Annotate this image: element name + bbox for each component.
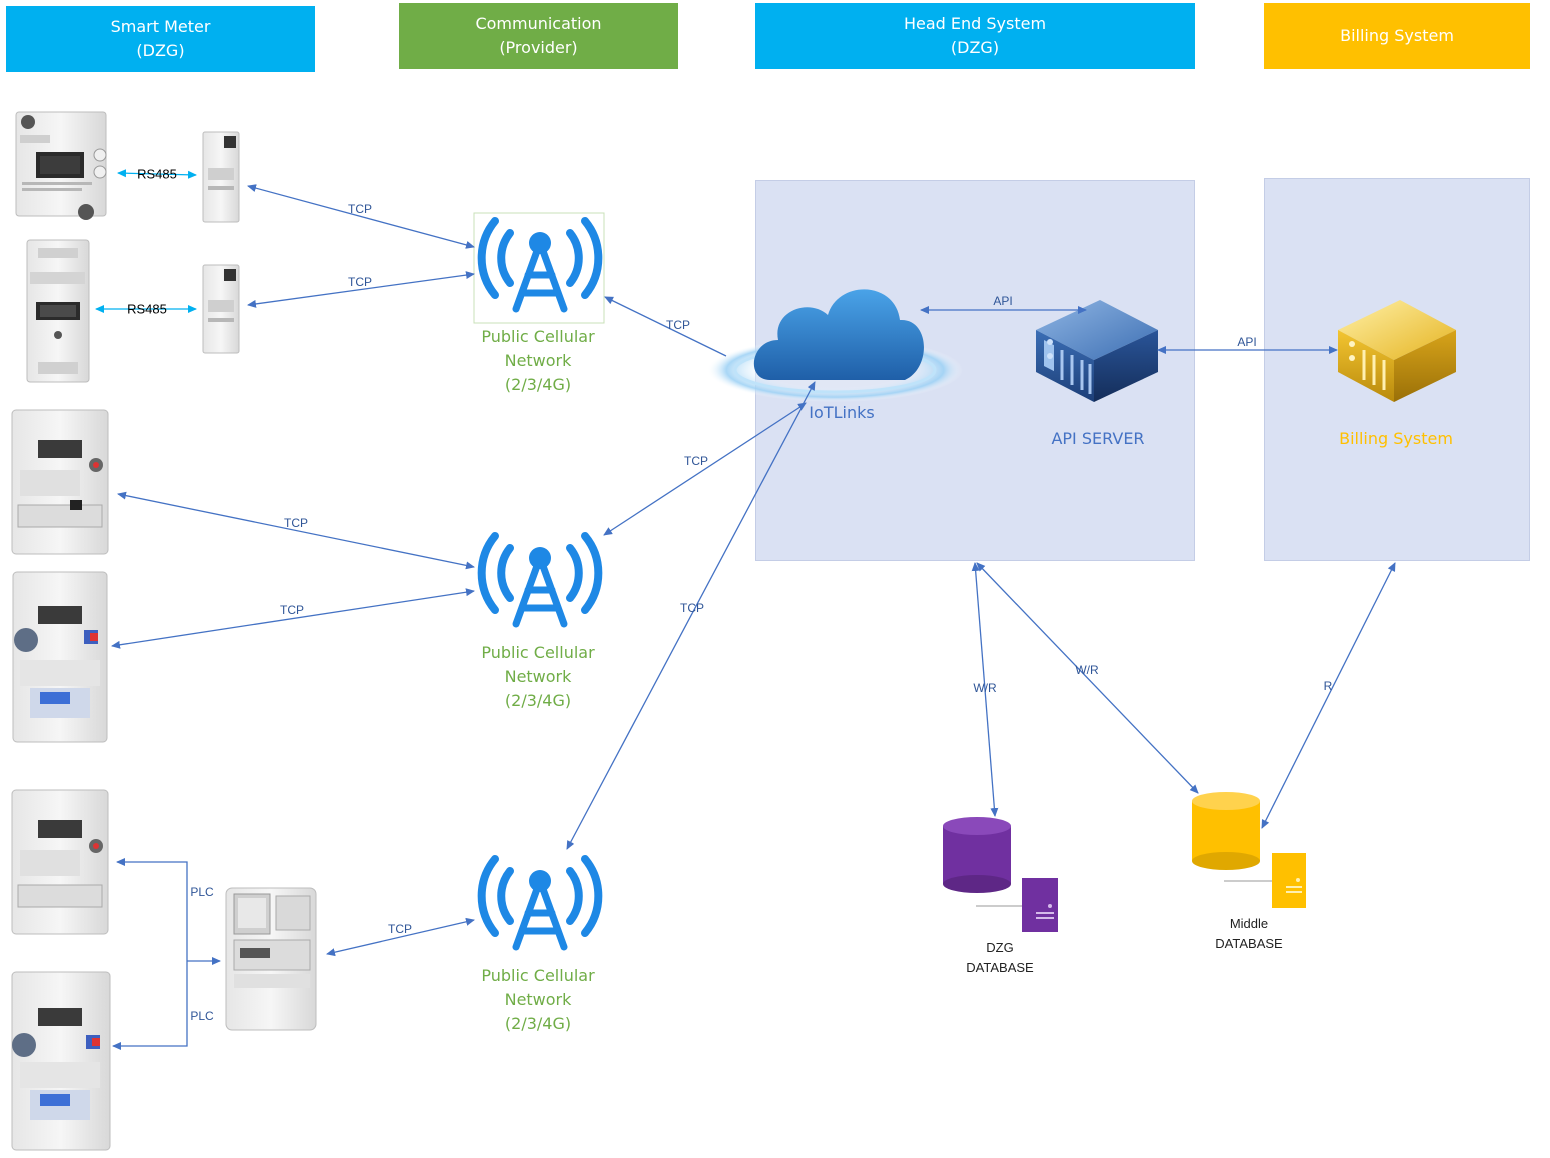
plc-label-1: PLC <box>190 885 214 899</box>
smart-meter-icon-6 <box>11 971 111 1151</box>
tcp-label-8: TCP <box>388 922 412 936</box>
tcp-link-tower3-cloud <box>566 381 816 850</box>
smart-meter-icon-1 <box>15 111 107 220</box>
middle-database-label-line2: DATABASE <box>1215 936 1283 951</box>
cell-tower-icon-3 <box>477 855 603 951</box>
dzg-database-label-line1: DZG <box>986 940 1014 955</box>
tcp-label-2: TCP <box>348 275 372 289</box>
middle-database-label: Middle DATABASE <box>1215 914 1282 954</box>
tcp-label-7: TCP <box>680 601 704 615</box>
billing-server-label: Billing System <box>1339 429 1453 448</box>
tcp-label-6: TCP <box>280 603 304 617</box>
header-smart-meter-line2: (DZG) <box>136 41 185 60</box>
smart-meter-icon-5 <box>11 789 109 935</box>
middle-database-icon <box>1192 792 1306 908</box>
header-communication-line2: (Provider) <box>499 38 578 57</box>
api-server-icon <box>1036 300 1158 402</box>
wr-label-2: W/R <box>1075 663 1099 677</box>
network-label-1-line2: Network <box>504 351 572 370</box>
header-head-end: Head End System (DZG) <box>755 3 1195 69</box>
tcp-link-concentrator-tower3 <box>326 917 475 957</box>
rs485-label-2: RS485 <box>127 301 167 317</box>
header-smart-meter-line1: Smart Meter <box>110 17 211 36</box>
header-communication-line1: Communication <box>475 14 602 33</box>
tcp-link-meter3-tower2 <box>117 491 475 570</box>
tcp-link-module1-tower1 <box>247 184 475 249</box>
dzg-database-icon <box>943 817 1058 932</box>
api-server-label: API SERVER <box>1051 429 1145 448</box>
plc-link-meter5 <box>116 858 188 960</box>
tcp-label-5: TCP <box>284 516 308 530</box>
rs485-link-1 <box>117 169 197 179</box>
tcp-label-3: TCP <box>666 318 690 332</box>
cloud-icon <box>707 289 963 402</box>
network-label-1: Public Cellular Network (2/3/4G) <box>448 325 628 397</box>
network-label-2-line3: (2/3/4G) <box>504 691 572 710</box>
tcp-label-4: TCP <box>684 454 708 468</box>
network-label-3-line1: Public Cellular <box>481 966 595 985</box>
middle-database-label-line1: Middle <box>1229 916 1269 931</box>
tcp-link-tower1-cloud <box>604 296 727 357</box>
tcp-link-meter4-tower2 <box>111 588 475 649</box>
rs485-label-1: RS485 <box>137 166 177 182</box>
network-label-2-line1: Public Cellular <box>481 643 595 662</box>
wr-link-headend-middledb <box>976 562 1199 794</box>
network-label-1-line3: (2/3/4G) <box>504 375 572 394</box>
comm-module-icon-2 <box>202 264 240 354</box>
network-label-3: Public Cellular Network (2/3/4G) <box>448 964 628 1036</box>
network-label-2-line2: Network <box>504 667 572 686</box>
comm-module-icon-1 <box>202 131 240 223</box>
cell-tower-icon-2 <box>477 532 603 628</box>
smart-meter-icon-4 <box>12 571 108 743</box>
billing-server-icon <box>1338 300 1456 402</box>
wr-label-1: W/R <box>973 681 997 695</box>
header-billing: Billing System <box>1264 3 1530 69</box>
tcp-label-1: TCP <box>348 202 372 216</box>
header-head-end-line2: (DZG) <box>950 38 1000 57</box>
plc-label-2: PLC <box>190 1009 214 1023</box>
tcp-link-module2-tower1 <box>247 271 475 308</box>
network-label-3-line3: (2/3/4G) <box>504 1014 572 1033</box>
network-label-1-line1: Public Cellular <box>481 327 595 346</box>
r-label: R <box>1323 679 1333 693</box>
cloud-label: IoTLinks <box>809 403 875 422</box>
header-smart-meter: Smart Meter (DZG) <box>6 6 315 72</box>
dzg-database-label: DZG DATABASE <box>966 938 1033 978</box>
api-label-1: API <box>993 294 1013 308</box>
smart-meter-icon-2 <box>26 239 90 383</box>
api-label-2: API <box>1237 335 1257 349</box>
header-head-end-line1: Head End System <box>903 14 1047 33</box>
network-label-3-line2: Network <box>504 990 572 1009</box>
dzg-database-label-line2: DATABASE <box>966 960 1034 975</box>
r-link-billing-middledb <box>1261 562 1396 829</box>
header-communication: Communication (Provider) <box>399 3 678 69</box>
header-billing-line1: Billing System <box>1340 26 1454 45</box>
network-label-2: Public Cellular Network (2/3/4G) <box>448 641 628 713</box>
cell-tower-icon-1 <box>473 212 605 324</box>
smart-meter-icon-3 <box>11 409 109 555</box>
plc-link-meter6 <box>112 960 188 1050</box>
data-concentrator-icon <box>225 887 317 1031</box>
tcp-link-tower2-cloud <box>603 402 807 536</box>
